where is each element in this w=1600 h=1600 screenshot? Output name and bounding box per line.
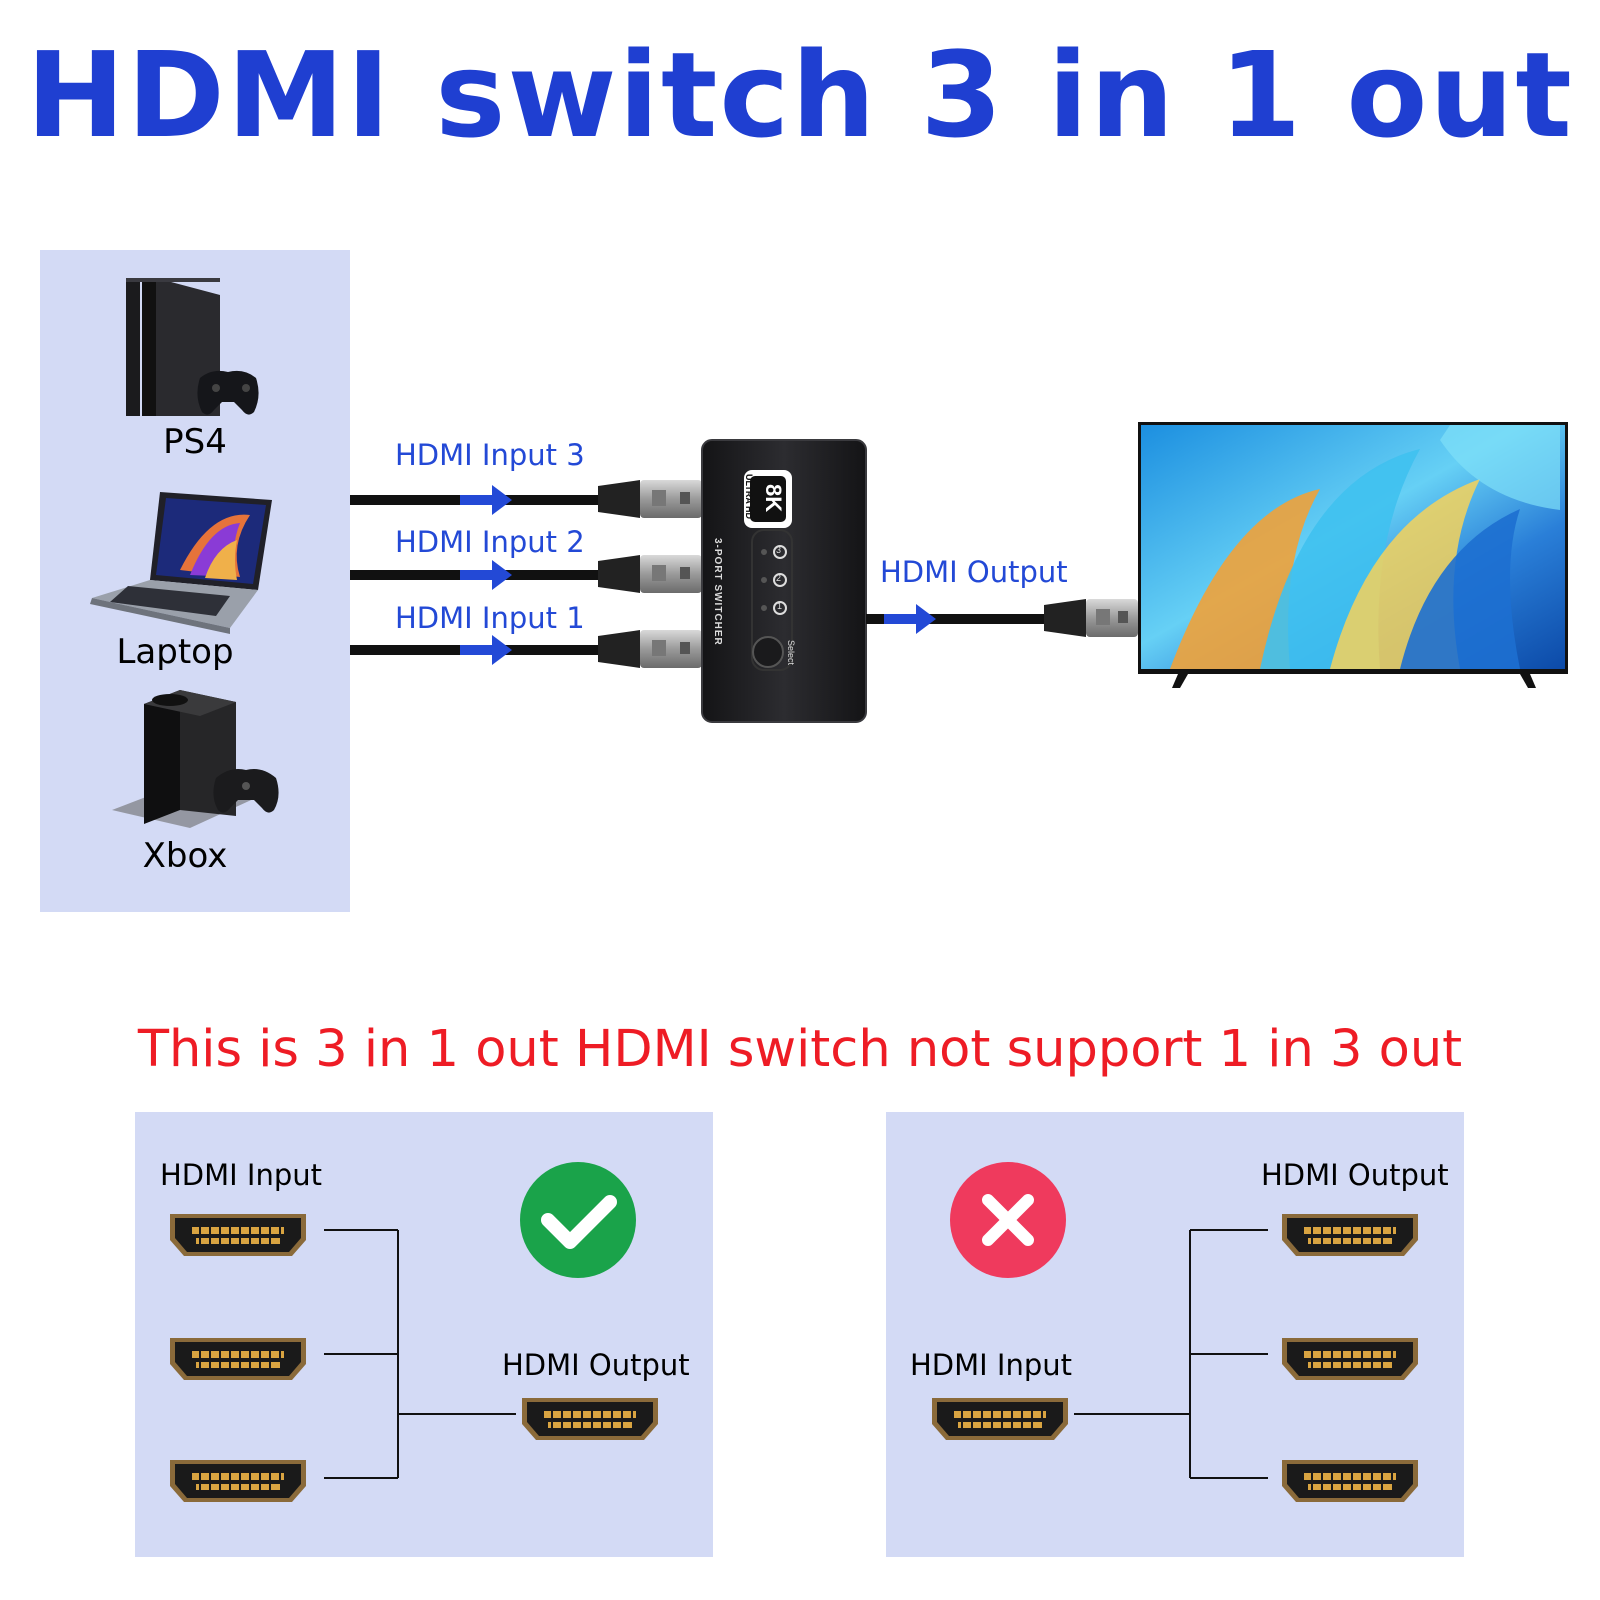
input-cable-3 [350,480,702,518]
source-devices-panel: PS4 Laptop Xbox [40,250,350,912]
switcher-badge-ultrahd: ULTRA HD [744,474,754,519]
correct-usage-panel: HDMI Input HDMI Output [135,1112,713,1557]
switcher-model-label: 3-PORT SWITCHER [712,538,723,646]
hdmi-input-3-label: HDMI Input 3 [395,438,585,472]
device-label-laptop: Laptop [116,632,234,672]
switcher-select-label: Select [786,640,796,666]
page-title: HDMI switch 3 in 1 out [26,26,1574,164]
device-illustrations [90,278,279,828]
correct-panel-output-label: HDMI Output [502,1348,690,1382]
hdmi-input-2-label: HDMI Input 2 [395,525,585,559]
hdmi-output-label: HDMI Output [880,555,1068,589]
switcher-badge-8k: 8K [761,483,786,513]
switcher-port-number-1: 1 [777,601,783,611]
device-label-xbox: Xbox [142,836,228,876]
hdmi-input-1-label: HDMI Input 1 [395,601,585,635]
wrong-usage-panel: HDMI Output HDMI Input [886,1112,1464,1557]
arrow-right-icon [460,635,512,665]
switcher-port-number-2: 2 [776,573,782,583]
switcher-port-number-3: 3 [776,545,782,555]
input-cable-1 [350,630,702,668]
wrong-panel-input-label: HDMI Input [910,1348,1073,1382]
device-label-ps4: PS4 [163,422,227,462]
input-arrows [460,485,512,665]
ps4-console-icon [126,278,259,416]
warning-text: This is 3 in 1 out HDMI switch not suppo… [137,1020,1463,1079]
output-cable [866,599,1138,637]
wrong-panel-output-label: HDMI Output [1261,1158,1449,1192]
arrow-right-icon [884,604,936,634]
arrow-right-icon [460,485,512,515]
xbox-console-icon [112,690,279,828]
laptop-icon [90,492,272,634]
tv-display-icon [1138,422,1568,688]
correct-panel-input-label: HDMI Input [160,1158,323,1192]
input-cable-2 [350,555,702,593]
arrow-right-icon [460,560,512,590]
